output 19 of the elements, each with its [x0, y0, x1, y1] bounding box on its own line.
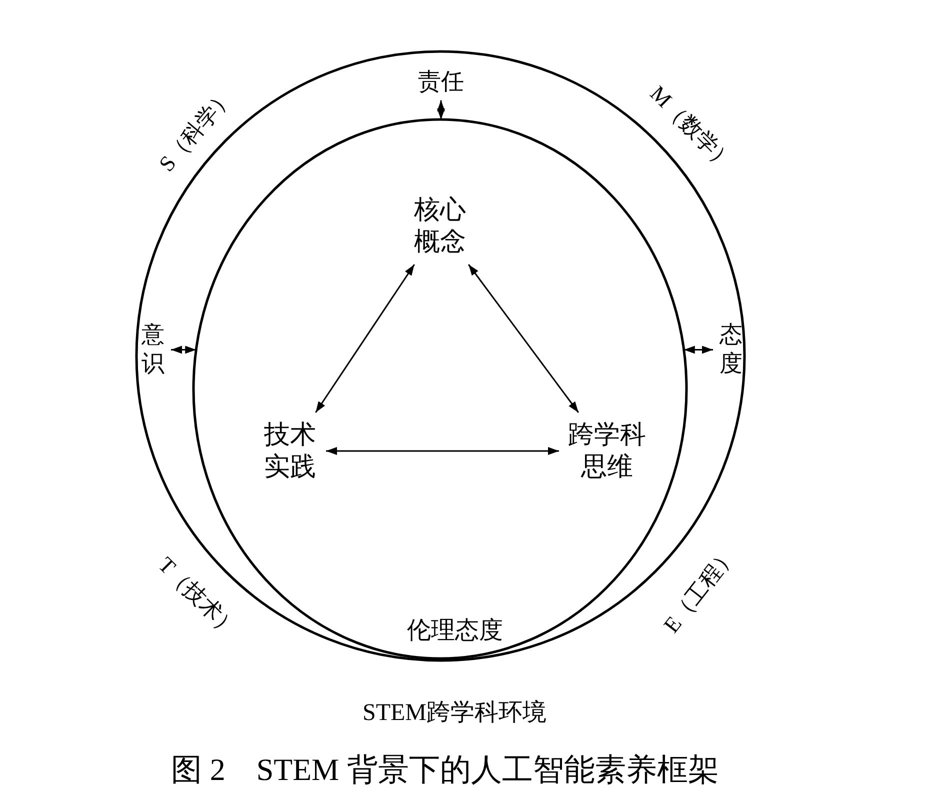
concept-label: 跨学科思维	[567, 418, 647, 483]
diagram-label: STEM跨学科环境	[362, 698, 546, 728]
arrow	[684, 346, 713, 354]
arrow	[315, 264, 415, 413]
arrow	[326, 447, 559, 455]
side-label: 意识	[140, 321, 166, 378]
concept-label: 核心概念	[413, 194, 467, 258]
ring-label: M（数学）	[644, 80, 740, 177]
side-label: 态度	[718, 321, 744, 378]
side-label: 责任	[417, 68, 465, 96]
arrow	[437, 100, 445, 120]
concept-label: 技术实践	[263, 418, 317, 483]
ring-label: T（技术）	[152, 550, 244, 644]
arrow	[468, 264, 580, 413]
figure-caption: 图 2 STEM 背景下的人工智能素养框架	[171, 751, 719, 789]
arrow	[171, 346, 196, 354]
circle-label: 伦理态度	[407, 616, 503, 646]
ring-label: S（科学）	[152, 82, 238, 178]
ring-label: E（工程）	[658, 541, 742, 640]
